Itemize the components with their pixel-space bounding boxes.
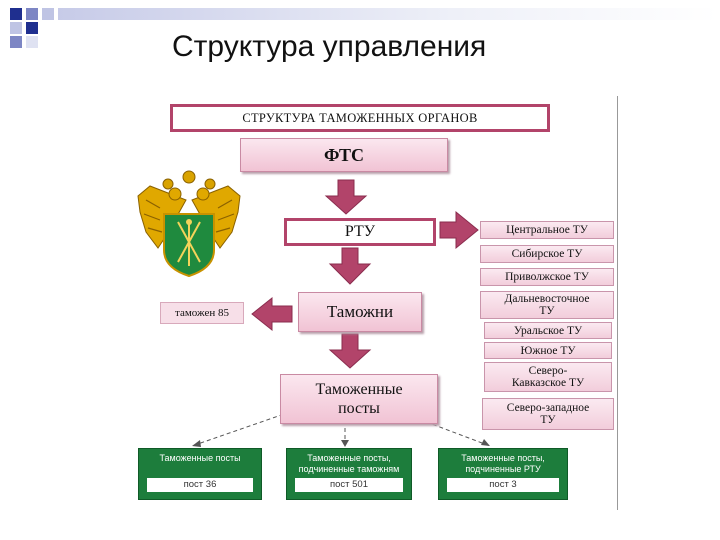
rtu-box: РТУ <box>284 218 436 246</box>
customs-count-label: таможен 85 <box>175 307 229 319</box>
regional-office-north-west: Северо-западное ТУ <box>482 398 614 430</box>
slide-title: Структура управления <box>172 30 487 63</box>
post-group-value: пост 501 <box>295 478 403 492</box>
regional-office-label: Дальневосточное <box>504 293 590 305</box>
customs-box: Таможни <box>298 292 422 332</box>
regional-office-south: Южное ТУ <box>484 342 612 359</box>
regional-office-central: Центральное ТУ <box>480 221 614 239</box>
regional-office-label: Сибирское ТУ <box>511 248 583 260</box>
customs-posts-line1: Таможенные <box>315 381 403 398</box>
connector-left <box>191 411 291 447</box>
regional-office-ural: Уральское ТУ <box>484 322 612 339</box>
regional-office-label: Северо- <box>528 365 568 377</box>
diagram-header: СТРУКТУРА ТАМОЖЕННЫХ ОРГАНОВ <box>170 104 550 132</box>
post-group-value: пост 3 <box>447 478 559 492</box>
post-group-title-line1: Таможенные посты, <box>307 453 391 463</box>
post-group-title: Таможенные посты <box>139 453 261 464</box>
fts-box: ФТС <box>240 138 448 172</box>
regional-office-siberian: Сибирское ТУ <box>480 245 614 263</box>
customs-label: Таможни <box>326 302 394 321</box>
post-group-title: Таможенные посты, подчиненные таможням <box>287 453 411 475</box>
regional-office-north-caucasus: Северо- Кавказское ТУ <box>484 362 612 392</box>
post-group-title-line2: подчиненные таможням <box>298 464 400 474</box>
regional-office-label-line2: ТУ <box>540 414 556 426</box>
post-group-value: пост 36 <box>147 478 253 492</box>
arrow-rtu-customs <box>328 247 372 285</box>
regional-office-volga: Приволжское ТУ <box>480 268 614 286</box>
regional-office-far-east: Дальневосточное ТУ <box>480 291 614 319</box>
customs-posts-box: Таможенные посты <box>280 374 438 424</box>
regional-office-label: Центральное ТУ <box>506 224 588 236</box>
arrow-rtu-regions <box>439 210 479 250</box>
diagram-header-text: СТРУКТУРА ТАМОЖЕННЫХ ОРГАНОВ <box>242 110 478 125</box>
post-group-title: Таможенные посты, подчиненные РТУ <box>439 453 567 475</box>
post-group-title-line1: Таможенные посты, <box>461 453 545 463</box>
regional-office-label: Приволжское ТУ <box>505 271 589 283</box>
post-group-1: Таможенные посты пост 36 <box>138 448 262 500</box>
fts-label: ФТС <box>323 144 365 165</box>
regional-office-label-line2: Кавказское ТУ <box>511 377 585 389</box>
regional-office-label-line2: ТУ <box>539 305 555 317</box>
post-group-3: Таможенные посты, подчиненные РТУ пост 3 <box>438 448 568 500</box>
arrow-customs-posts <box>328 333 372 369</box>
post-group-title-line2: подчиненные РТУ <box>465 464 541 474</box>
post-group-2: Таможенные посты, подчиненные таможням п… <box>286 448 412 500</box>
regional-office-label: Южное ТУ <box>520 344 576 357</box>
customs-posts-line2: посты <box>338 400 380 417</box>
arrow-customs-count <box>251 296 293 332</box>
customs-count-box: таможен 85 <box>160 302 244 324</box>
arrow-fts-rtu <box>324 179 368 215</box>
rtu-label: РТУ <box>344 223 376 240</box>
post-group-title-line1: Таможенные посты <box>159 453 241 463</box>
regional-office-label: Уральское ТУ <box>513 324 583 337</box>
divider-line <box>617 96 618 510</box>
regional-office-label: Северо-западное <box>506 402 590 414</box>
